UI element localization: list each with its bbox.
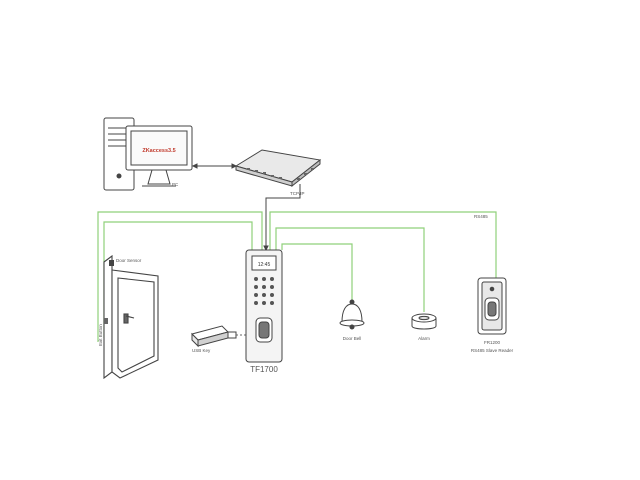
door-bell-icon (339, 299, 365, 330)
pc-screen-label: ZKaccess3.5 (142, 148, 175, 154)
door-sensor-label: Door Sensor (116, 258, 142, 263)
network-switch-icon (234, 149, 322, 188)
reader-desc-label: RS485 Slave Reader (471, 348, 514, 353)
door-sensor-icon (109, 260, 114, 266)
wire-door-bell (281, 243, 353, 300)
tf1700-device (245, 249, 283, 363)
tcpip-link (263, 184, 301, 252)
wire-door-outer (97, 211, 263, 342)
pc-monitor-icon (125, 125, 193, 187)
wire-alarm (275, 227, 425, 312)
pc-label: PC (172, 182, 179, 187)
device-name-label: TF1700 (250, 365, 278, 374)
alarm-icon (411, 313, 437, 330)
alarm-label: Alarm (418, 336, 430, 341)
pc-switch-link (191, 163, 238, 169)
reader-model-label: FR1200 (484, 340, 501, 345)
usb-key-label: USB Key (192, 348, 211, 353)
exit-button-icon (104, 318, 108, 324)
slave-reader-icon (477, 277, 507, 335)
usb-key-icon (191, 325, 237, 348)
door-icon (103, 254, 159, 380)
tcpip-label: TCP/IP (290, 191, 305, 196)
device-screen-text: 12:45 (258, 262, 271, 268)
rs485-label: RS485 (474, 214, 488, 219)
wire-rs485 (269, 211, 497, 278)
door-bell-label: Door Bell (343, 336, 362, 341)
exit-button-label: Exit Button (98, 324, 103, 346)
